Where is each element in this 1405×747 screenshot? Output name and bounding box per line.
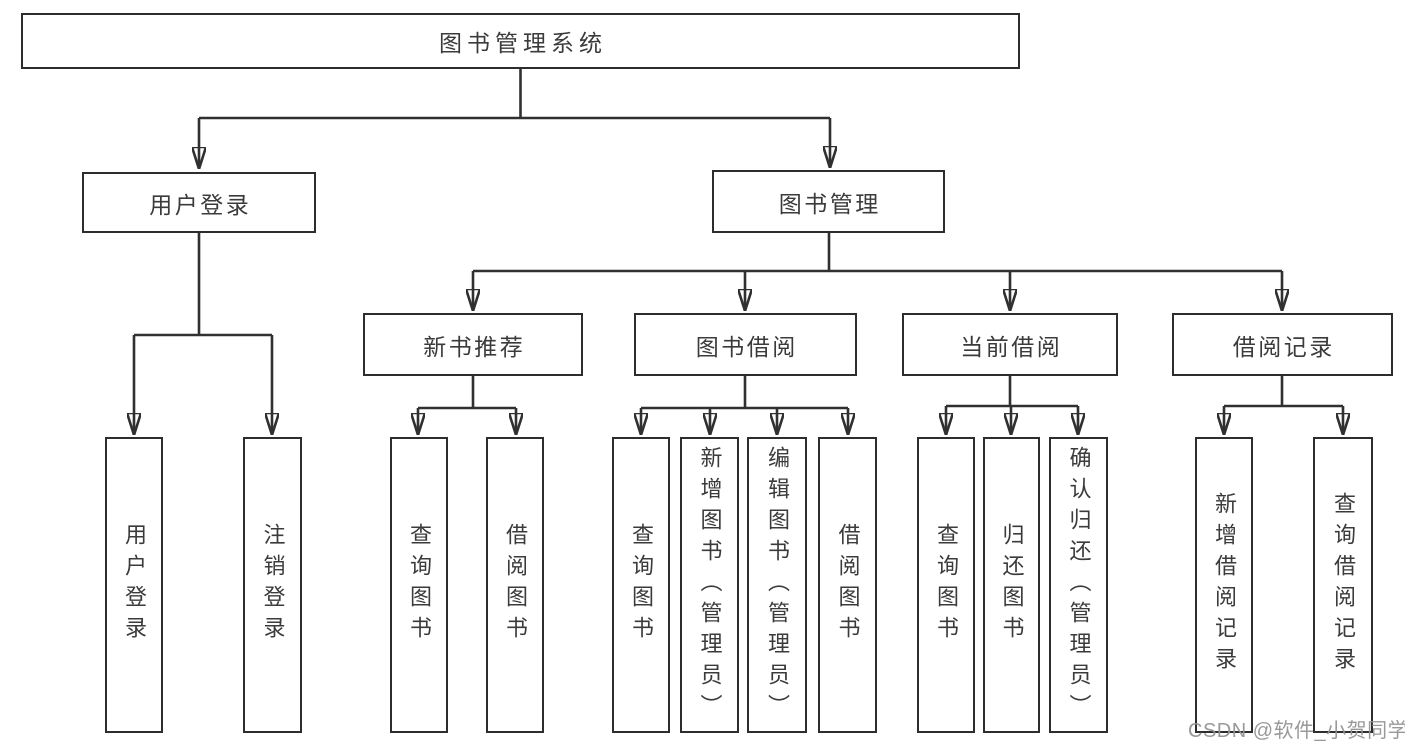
node-label: 查询图书 [934,523,959,647]
node-user-login: 用户登录 [82,172,316,233]
node-label: 新书推荐 [423,333,526,360]
node-label: 确认归还（管理员） [1066,445,1092,725]
node-label: 借阅图书 [503,523,528,647]
leaf-borrow-books-recommend: 借阅图书 [486,437,544,733]
edge-book-borrow-to-leaves [641,376,848,435]
leaf-query-borrow-record: 查询借阅记录 [1313,437,1373,733]
leaf-confirm-return-admin: 确认归还（管理员） [1049,437,1108,733]
node-label: 当前借阅 [960,333,1063,360]
node-label: 查询图书 [407,523,432,647]
leaf-query-books-recommend: 查询图书 [390,437,448,733]
node-label: 新增图书（管理员） [697,445,723,725]
edge-user-login-to-leaves [134,233,272,435]
leaf-query-books-current: 查询图书 [917,437,975,733]
edge-book-mgmt-to-level3 [473,233,1282,311]
node-label: 用户登录 [122,523,147,647]
node-borrowing-records: 借阅记录 [1172,313,1393,376]
edge-current-borrow-to-leaves [946,376,1078,435]
node-label: 用户登录 [149,191,252,218]
node-label: 图书借阅 [695,333,798,360]
leaf-return-book: 归还图书 [983,437,1040,733]
leaf-borrow-books: 借阅图书 [818,437,877,733]
edge-new-book-to-leaves [418,376,516,435]
node-label: 借阅图书 [835,523,861,647]
node-current-borrowing: 当前借阅 [902,313,1118,376]
node-label: 新增借阅记录 [1212,492,1237,678]
node-label: 图书管理 [778,190,881,217]
node-book-management: 图书管理 [712,170,945,233]
node-label: 注销登录 [260,523,286,647]
node-label: 归还图书 [999,523,1025,647]
node-label: 查询图书 [629,523,654,647]
leaf-add-borrow-record: 新增借阅记录 [1195,437,1253,733]
node-book-borrowing: 图书借阅 [634,313,857,376]
leaf-logout: 注销登录 [243,437,302,733]
node-label: 图书管理系统 [439,30,607,56]
node-new-book-recommendation: 新书推荐 [363,313,583,376]
leaf-query-books-borrow: 查询图书 [612,437,670,733]
edge-borrow-record-to-leaves [1224,376,1343,435]
edge-root-to-level2 [199,69,830,169]
leaf-add-book-admin: 新增图书（管理员） [680,437,739,733]
node-label: 借阅记录 [1232,333,1335,360]
node-label: 查询借阅记录 [1331,492,1356,678]
leaf-edit-book-admin: 编辑图书（管理员） [747,437,807,733]
node-library-management-system: 图书管理系统 [21,13,1020,69]
csdn-watermark: CSDN @软件_小贺同学 [1188,720,1405,742]
node-label: 编辑图书（管理员） [765,445,790,725]
leaf-user-login: 用户登录 [105,437,163,733]
